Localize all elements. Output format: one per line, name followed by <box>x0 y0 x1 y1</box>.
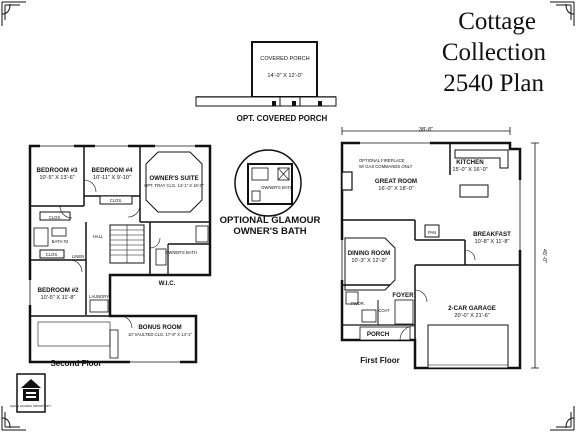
glamour-caption-2: OWNER'S BATH <box>233 226 306 237</box>
plan-title-line3: 2540 Plan <box>443 70 544 97</box>
equal-housing-logo: EQUAL HOUSING OPPORTUNITY <box>11 373 52 413</box>
glamour-bath-label: OWNER'S BATH <box>261 185 293 190</box>
ff-fireplace-note-2: W/ GAS COMMANDS ONLY <box>359 164 413 169</box>
sf-hall-label: HALL <box>93 234 104 239</box>
ff-room-dims: 15'-0" X 16'-0" <box>452 167 487 173</box>
glamour-bath-plan: OWNER'S BATH OPTIONAL GLAMOUR OWNER'S BA… <box>220 149 321 237</box>
sf-owners-bath-label: OWNER'S BATH <box>165 250 197 255</box>
sf-room-name: OWNER'S SUITE <box>149 175 198 182</box>
sf-wic-label: W.I.C. <box>159 280 176 287</box>
second-floor-caption: Second Floor <box>50 359 101 368</box>
sf-room-dims: 10' VAULTED CLG. 17'-8" X 14'-1" <box>128 332 192 337</box>
sf-room-dims: 10'-11" X 9'-10" <box>93 175 131 181</box>
sf-closet-label: CLOS. <box>49 215 62 220</box>
sf-closet-label: CLOS. <box>46 252 59 257</box>
sf-room-dims: 10'-5" X 11'-8" <box>41 295 76 301</box>
ff-room-name: DINING ROOM <box>348 250 391 257</box>
covered-porch-plan: COVERED PORCH 14'-0" X 12'-0" OPT. COVER… <box>195 41 337 123</box>
sf-room-name: BONUS ROOM <box>138 324 181 331</box>
sf-bath2-label: BATH #2 <box>52 239 69 244</box>
ff-width-dim: 38'-8" <box>419 127 433 133</box>
ff-room-dims: 10'-3" X 12'-9" <box>351 258 386 264</box>
plan-title-line2: Collection <box>441 39 546 66</box>
covered-porch-caption: OPT. COVERED PORCH <box>237 114 328 123</box>
sf-closet-label: CLOS. <box>110 198 123 203</box>
ff-coat-label: COAT <box>378 308 390 313</box>
ff-room-name: FOYER <box>392 292 414 299</box>
sf-room-dims: OPT. TRAY CLG. 14'-1" X 16'-0" <box>144 183 204 188</box>
glamour-caption-1: OPTIONAL GLAMOUR <box>220 215 321 226</box>
ff-room-name: PORCH <box>367 331 390 338</box>
ff-room-name: KITCHEN <box>456 159 484 166</box>
ff-depth-dim: 45'-0" <box>541 249 547 263</box>
ff-room-name: GREAT ROOM <box>375 178 417 185</box>
first-floor-caption: First Floor <box>360 356 400 365</box>
sf-room-name: BEDROOM #2 <box>38 287 79 294</box>
ff-room-dims: 20'-0" X 21'-6" <box>454 313 489 319</box>
sf-laundry-label: LAUNDRY <box>89 294 109 299</box>
sf-linen-label: LINEN <box>72 254 84 259</box>
ff-powder-label: PWDR. <box>351 301 365 306</box>
ff-room-name: 2-CAR GARAGE <box>448 305 496 312</box>
sf-room-dims: 10'-5" X 13'-6" <box>39 175 74 181</box>
first-floor-plan <box>340 127 539 370</box>
ff-room-name: BREAKFAST <box>473 231 511 238</box>
second-floor-plan <box>28 144 212 364</box>
sf-room-name: BEDROOM #3 <box>37 167 78 174</box>
sf-room-name: BEDROOM #4 <box>92 167 133 174</box>
covered-porch-dims: 14'-0" X 12'-0" <box>267 73 302 79</box>
ff-pantry-label: PAN <box>428 230 436 235</box>
covered-porch-label: COVERED PORCH <box>260 56 309 62</box>
ff-room-dims: 10'-8" X 11'-8" <box>475 239 510 245</box>
ff-fireplace-note: OPTIONAL FIREPLACE <box>359 158 405 163</box>
logo-text: EQUAL HOUSING OPPORTUNITY <box>11 404 52 408</box>
ff-room-dims: 16'-0" X 18'-0" <box>378 186 413 192</box>
plan-title-line1: Cottage <box>458 8 536 35</box>
